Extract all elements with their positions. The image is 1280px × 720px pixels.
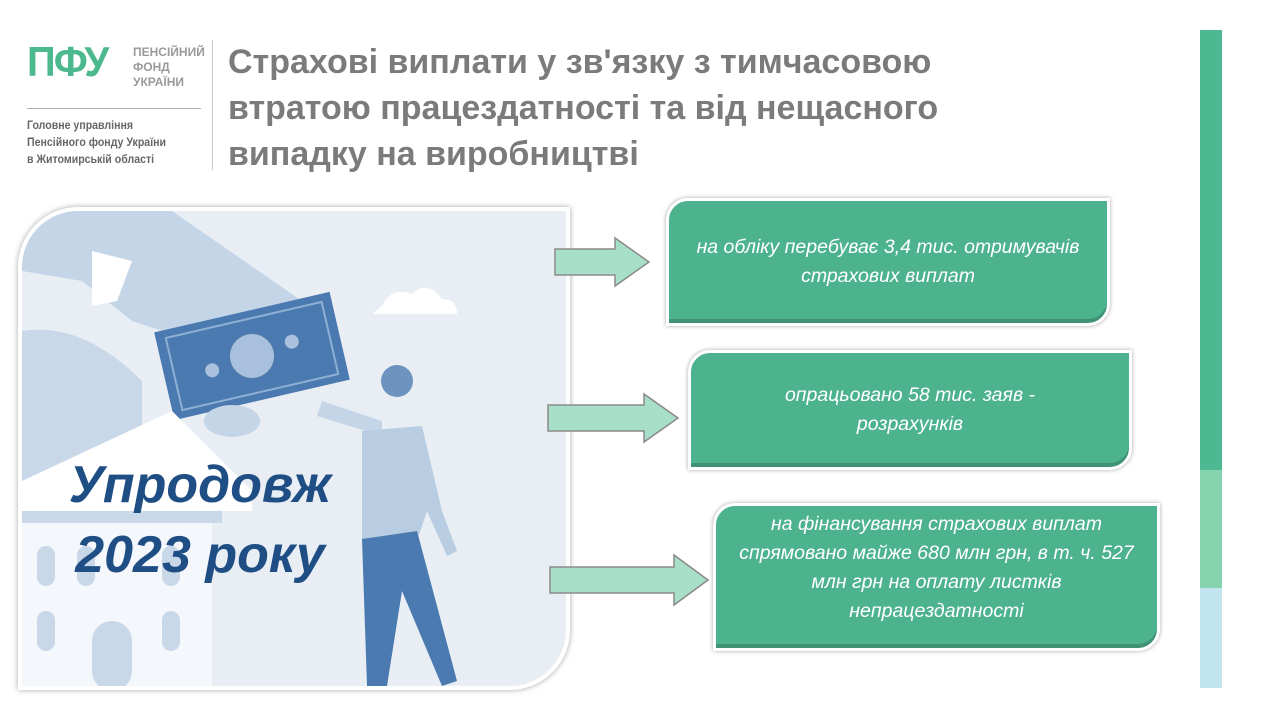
accent-bar-bottom — [1200, 588, 1222, 688]
fact-text: на фінансування страхових виплат спрямов… — [739, 513, 1134, 622]
money-handover-illustration — [22, 211, 457, 686]
fact-text: на обліку перебуває 3,4 тис. отримувачів… — [696, 236, 1080, 287]
logo-line: ФОНД — [133, 60, 170, 74]
accent-bar-top — [1200, 30, 1222, 470]
org-line: Пенсійного фонду України — [27, 137, 167, 149]
arrow-right-icon — [554, 236, 651, 288]
arrow-right-icon — [549, 553, 710, 607]
fact-box-applications: опрацьовано 58 тис. заяв - розрахунків — [688, 350, 1132, 470]
logo-line: ПЕНСІЙНИЙ — [133, 45, 205, 59]
slide-title: Страхові виплати у зв'язку з тимчасовою … — [228, 39, 1128, 177]
pfu-logo-text: ПЕНСІЙНИЙ ФОНД УКРАЇНИ — [133, 45, 205, 90]
org-line: в Житомирській області — [27, 154, 155, 166]
organization-name: Головне управління Пенсійного фонду Укра… — [27, 118, 166, 169]
period-label: Упродовж 2023 року — [20, 450, 380, 590]
fact-box-recipients: на обліку перебуває 3,4 тис. отримувачів… — [666, 198, 1110, 326]
title-line: Страхові виплати у зв'язку з тимчасовою — [228, 43, 932, 81]
arrow-right-icon — [547, 392, 680, 444]
fact-box-financing: на фінансування страхових виплат спрямов… — [713, 503, 1160, 651]
org-line: Головне управління — [27, 120, 134, 132]
title-line: випадку на виробництві — [228, 135, 639, 173]
title-line: втратою працездатності та від нещасного — [228, 89, 939, 127]
illustration-panel — [18, 207, 570, 690]
logo-line: УКРАЇНИ — [133, 75, 185, 89]
accent-bar-middle — [1200, 470, 1222, 588]
header-divider — [212, 40, 213, 170]
period-line: Упродовж — [68, 456, 332, 514]
logo-divider — [27, 108, 201, 109]
fact-text: опрацьовано 58 тис. заяв - розрахунків — [784, 384, 1036, 435]
pfu-logo-mark: ПФУ — [27, 38, 109, 85]
period-line: 2023 року — [75, 526, 325, 584]
